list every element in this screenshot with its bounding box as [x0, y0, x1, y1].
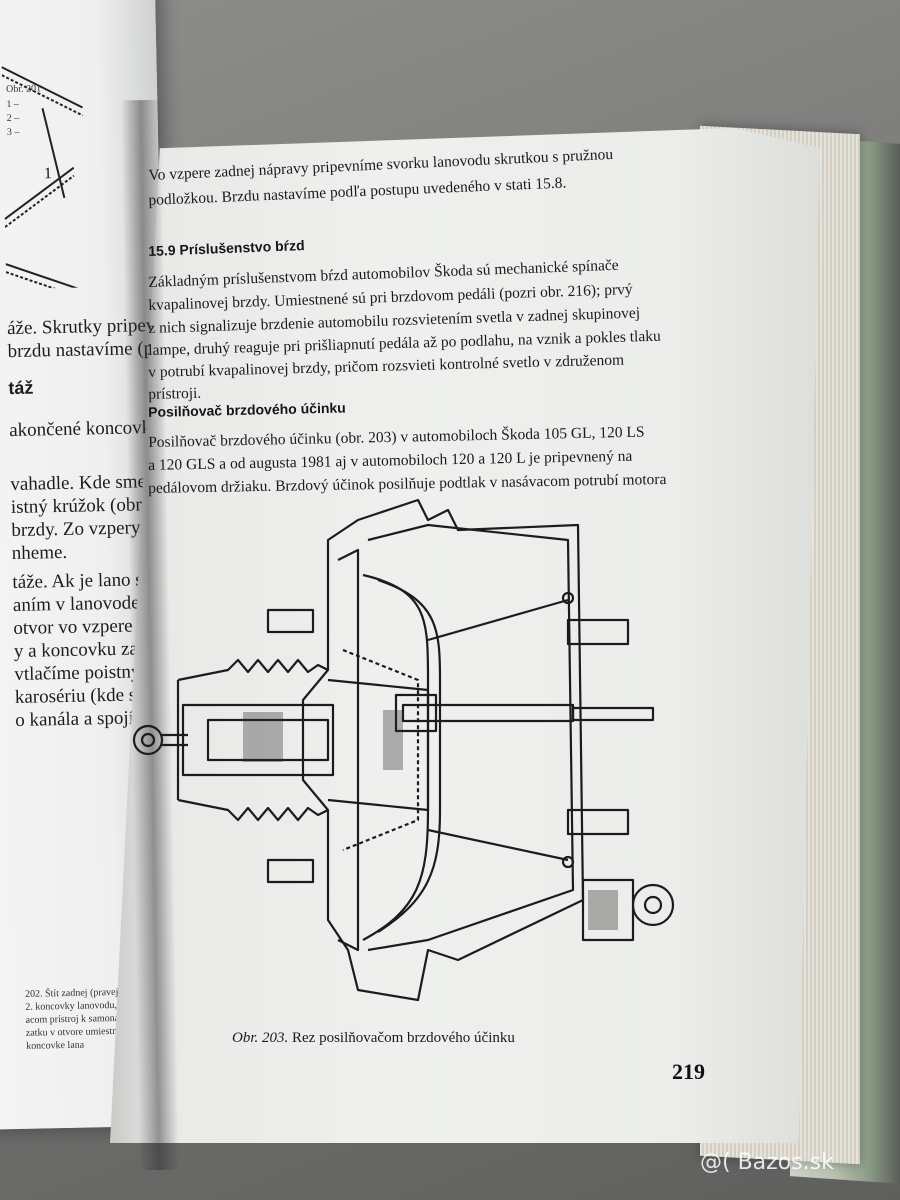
left-small-line: Obr. 201 [5, 83, 42, 96]
svg-text:1: 1 [44, 165, 52, 182]
brake-booster-cross-section [132, 498, 675, 1002]
figure-caption: Obr. 203. Rez posilňovačom brzdového úči… [232, 1030, 515, 1046]
left-page: 1 Obr. 201 1 – 2 – 3 – áže. Skrutky prip… [0, 0, 179, 1130]
page-number: 219 [672, 1059, 705, 1084]
left-page-figure: 1 [1, 66, 118, 290]
watermark: @( Bazos.sk [700, 1150, 834, 1175]
right-page [110, 128, 820, 1143]
